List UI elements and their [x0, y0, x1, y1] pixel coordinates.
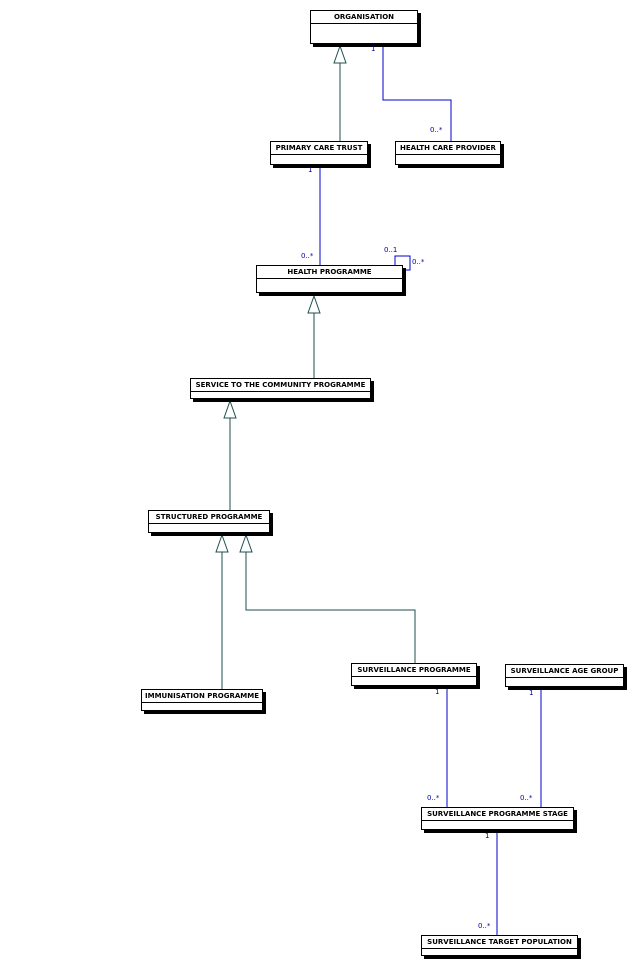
- class-service-to-community-programme[interactable]: SERVICE TO THE COMMUNITY PROGRAMME: [190, 378, 371, 399]
- multiplicity-surveillance-age-group: 1: [529, 689, 534, 697]
- class-name: ORGANISATION: [311, 11, 417, 24]
- class-surveillance-programme-stage[interactable]: SURVEILLANCE PROGRAMME STAGE: [421, 807, 574, 830]
- class-health-care-provider[interactable]: HEALTH CARE PROVIDER: [395, 141, 501, 165]
- generalization-immunisation-structured: [215, 533, 229, 689]
- class-surveillance-target-population[interactable]: SURVEILLANCE TARGET POPULATION: [421, 935, 578, 956]
- class-name: SURVEILLANCE AGE GROUP: [506, 665, 623, 678]
- association-health-programme-self: [394, 255, 411, 271]
- class-name: HEALTH PROGRAMME: [257, 266, 402, 279]
- generalization-pct-organisation: [333, 44, 347, 141]
- class-name: SURVEILLANCE TARGET POPULATION: [422, 936, 577, 949]
- class-name: IMMUNISATION PROGRAMME: [142, 690, 262, 703]
- multiplicity-surveillance-programme: 1: [435, 688, 440, 696]
- multiplicity-organisation: 1: [371, 45, 376, 53]
- class-name: SURVEILLANCE PROGRAMME STAGE: [422, 808, 573, 821]
- class-name: SURVEILLANCE PROGRAMME: [352, 664, 476, 677]
- generalization-service-health-programme: [307, 294, 321, 378]
- multiplicity-health-care-provider: 0..*: [430, 126, 443, 134]
- class-name: PRIMARY CARE TRUST: [271, 142, 367, 155]
- multiplicity-primary-care-trust: 1: [308, 166, 313, 174]
- class-name: SERVICE TO THE COMMUNITY PROGRAMME: [191, 379, 370, 392]
- class-name: STRUCTURED PROGRAMME: [149, 511, 269, 524]
- generalization-surveillance-structured: [239, 533, 416, 663]
- multiplicity-stage-right: 0..*: [520, 794, 533, 802]
- class-structured-programme[interactable]: STRUCTURED PROGRAMME: [148, 510, 270, 533]
- class-surveillance-programme[interactable]: SURVEILLANCE PROGRAMME: [351, 663, 477, 686]
- multiplicity-stage-left: 0..*: [427, 794, 440, 802]
- class-health-programme[interactable]: HEALTH PROGRAMME: [256, 265, 403, 293]
- multiplicity-stage-one: 1: [485, 832, 490, 840]
- association-organisation-hcp: [382, 44, 452, 141]
- generalization-structured-service: [223, 399, 237, 510]
- class-primary-care-trust[interactable]: PRIMARY CARE TRUST: [270, 141, 368, 165]
- multiplicity-target-population: 0..*: [478, 922, 491, 930]
- class-name: HEALTH CARE PROVIDER: [396, 142, 500, 155]
- class-immunisation-programme[interactable]: IMMUNISATION PROGRAMME: [141, 689, 263, 711]
- multiplicity-health-programme-self-one: 0..1: [384, 246, 398, 254]
- multiplicity-health-programme-self-many: 0..*: [412, 258, 425, 266]
- class-organisation[interactable]: ORGANISATION: [310, 10, 418, 44]
- multiplicity-health-programme: 0..*: [301, 252, 314, 260]
- class-surveillance-age-group[interactable]: SURVEILLANCE AGE GROUP: [505, 664, 624, 687]
